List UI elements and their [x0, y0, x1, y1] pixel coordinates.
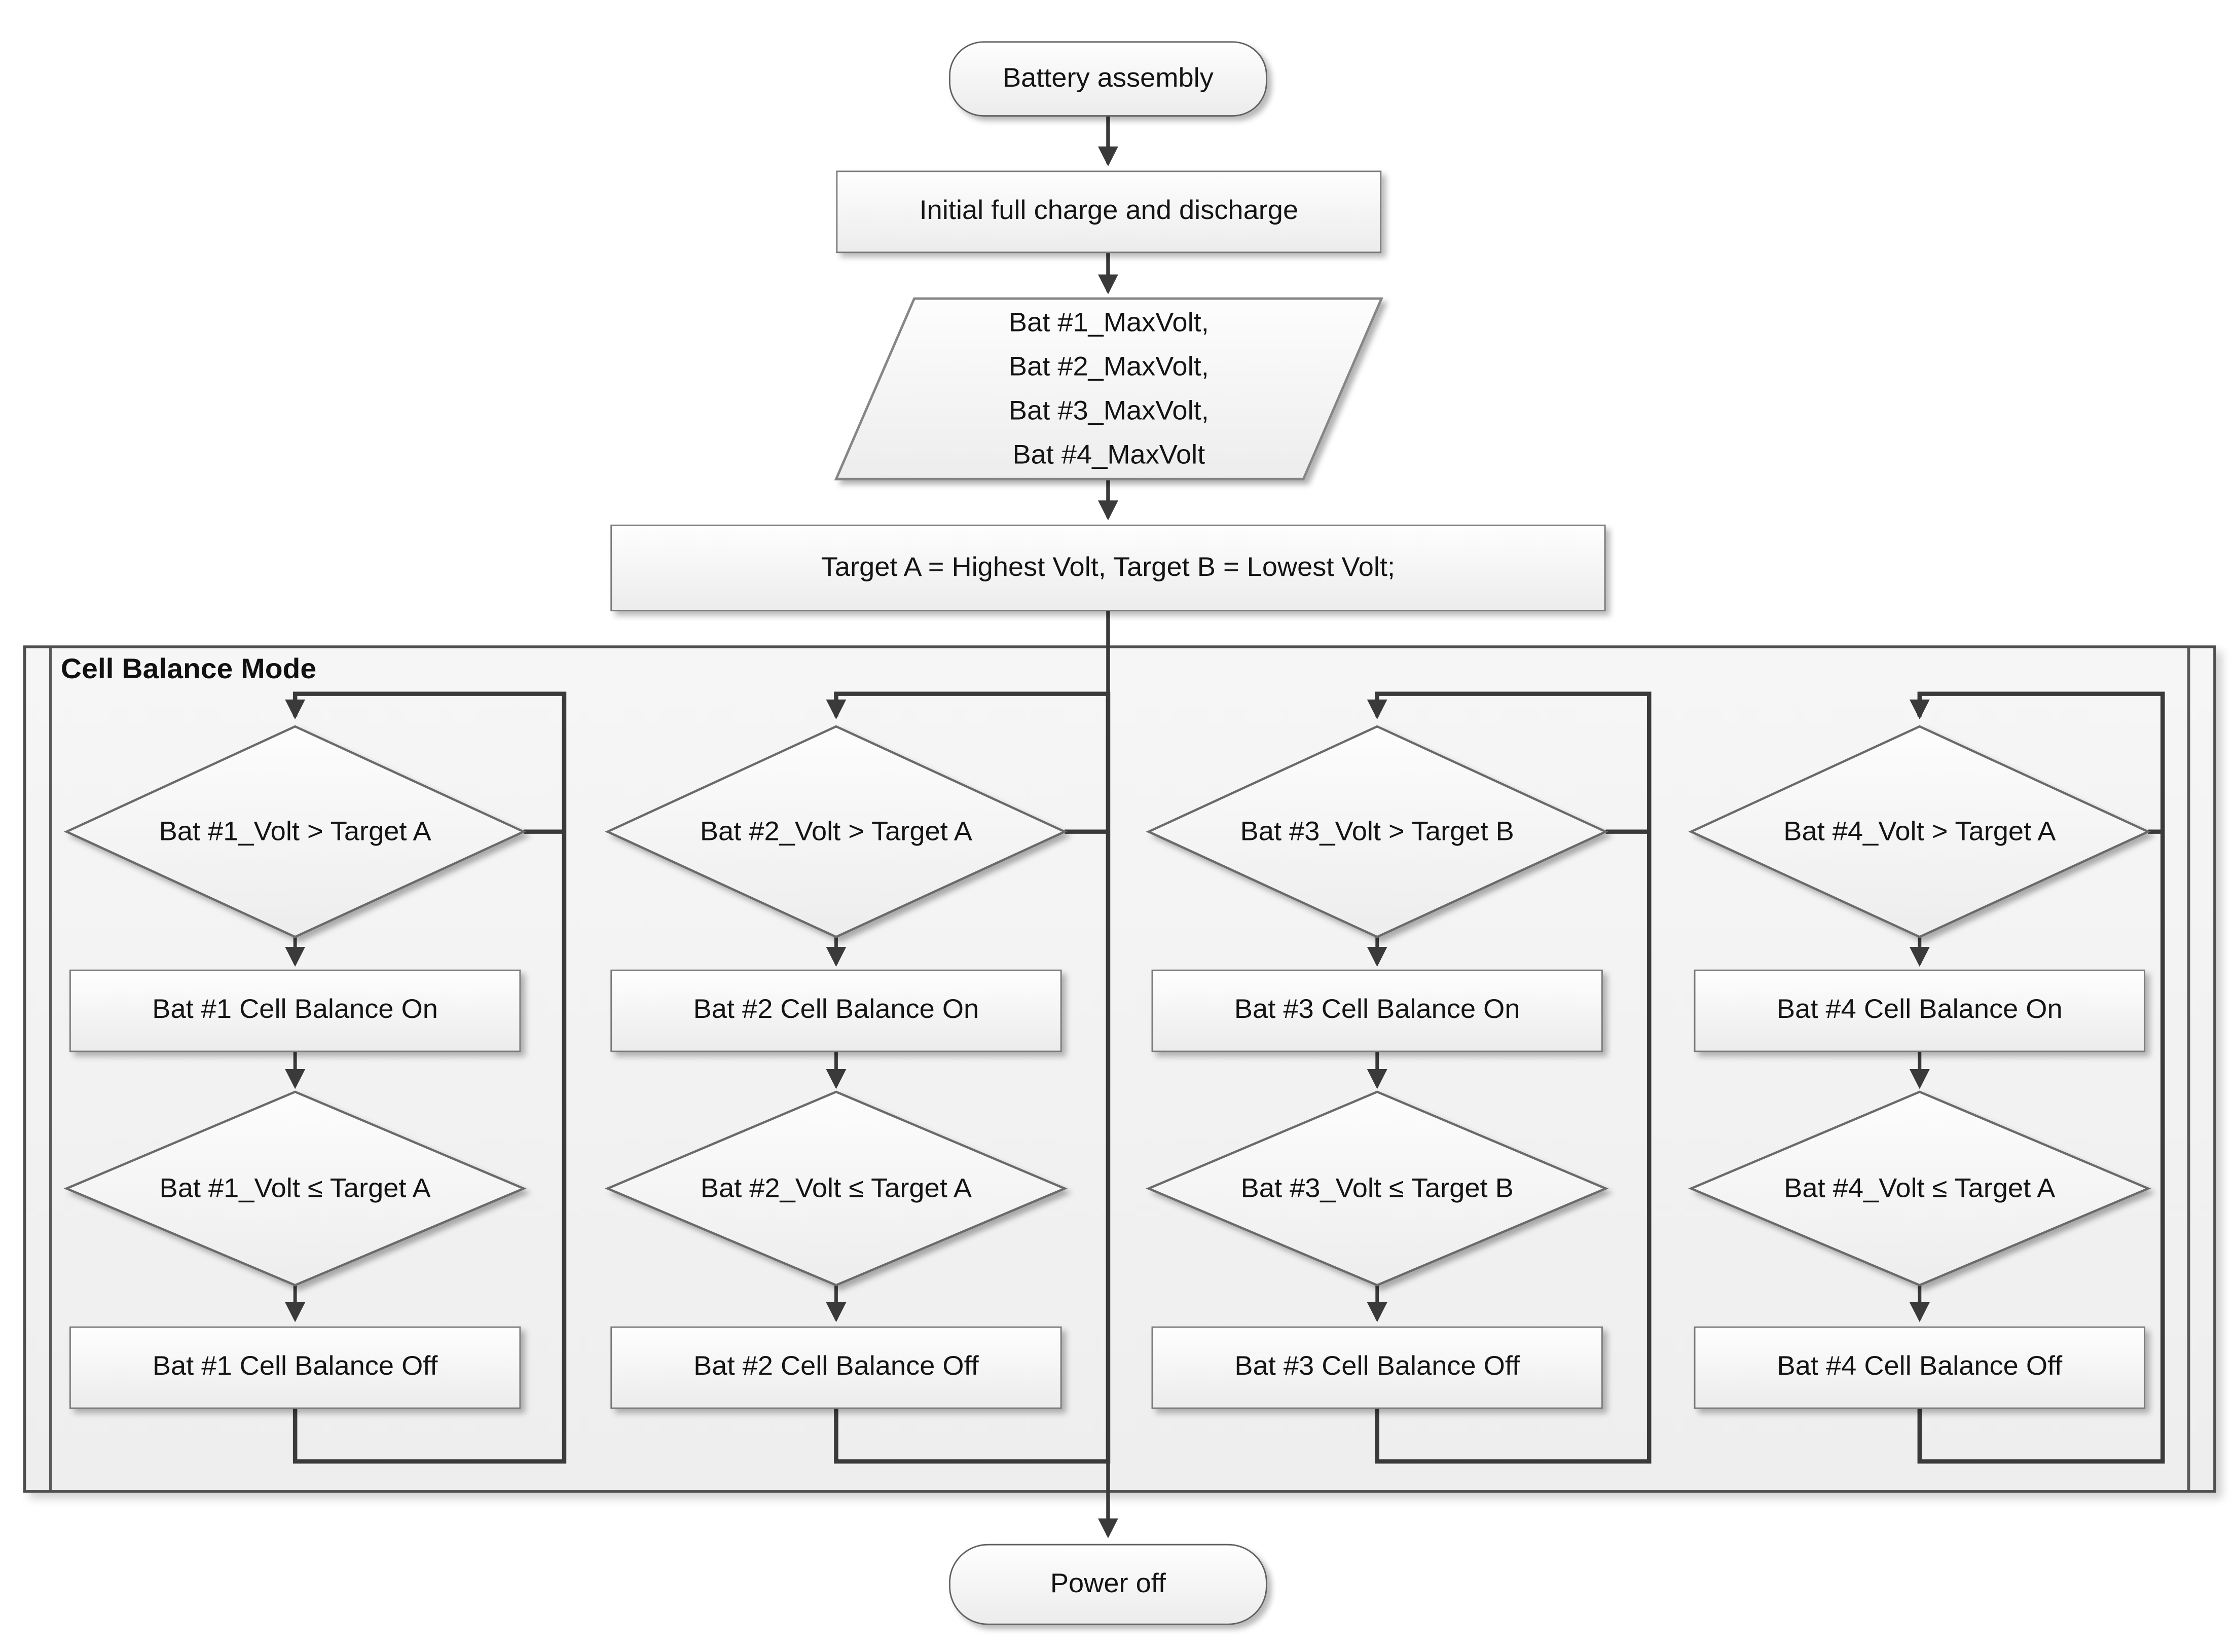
maxvolt-line-1: Bat #1_MaxVolt, — [1008, 308, 1209, 339]
process-target-label: Target A = Highest Volt, Target B = Lowe… — [821, 552, 1396, 582]
process-bat1-on: Bat #1 Cell Balance On — [69, 969, 521, 1052]
process-bat2-off-label: Bat #2 Cell Balance Off — [693, 1352, 979, 1382]
maxvolt-line-3: Bat #3_MaxVolt, — [1008, 396, 1209, 427]
start-terminator: Battery assembly — [949, 41, 1267, 117]
process-bat4-on-label: Bat #4 Cell Balance On — [1777, 995, 2063, 1025]
process-bat4-on: Bat #4 Cell Balance On — [1694, 969, 2146, 1052]
process-initial-charge: Initial full charge and discharge — [836, 170, 1382, 253]
process-bat1-off-label: Bat #1 Cell Balance Off — [152, 1352, 438, 1382]
maxvolt-line-2: Bat #2_MaxVolt, — [1008, 352, 1209, 383]
process-bat2-off: Bat #2 Cell Balance Off — [610, 1326, 1062, 1409]
group-title: Cell Balance Mode — [60, 654, 317, 685]
end-terminator: Power off — [949, 1544, 1267, 1625]
process-initial-charge-label: Initial full charge and discharge — [919, 196, 1299, 227]
data-parallelogram-text: Bat #1_MaxVolt, Bat #2_MaxVolt, Bat #3_M… — [836, 302, 1381, 478]
process-bat3-on-label: Bat #3 Cell Balance On — [1234, 995, 1520, 1025]
maxvolt-line-4: Bat #4_MaxVolt — [1012, 440, 1205, 471]
process-bat3-off: Bat #3 Cell Balance Off — [1151, 1326, 1603, 1409]
process-bat1-on-label: Bat #1 Cell Balance On — [152, 995, 438, 1025]
process-target-assignment: Target A = Highest Volt, Target B = Lowe… — [610, 524, 1606, 611]
end-label: Power off — [1050, 1569, 1166, 1599]
group-inner-right-border — [2187, 648, 2190, 1490]
process-bat2-on: Bat #2 Cell Balance On — [610, 969, 1062, 1052]
process-bat3-off-label: Bat #3 Cell Balance Off — [1234, 1352, 1520, 1382]
process-bat4-off: Bat #4 Cell Balance Off — [1694, 1326, 2146, 1409]
process-bat2-on-label: Bat #2 Cell Balance On — [693, 995, 979, 1025]
data-parallelogram-shape — [834, 297, 1383, 481]
group-inner-left-border — [49, 648, 52, 1490]
process-bat4-off-label: Bat #4 Cell Balance Off — [1777, 1352, 2063, 1382]
start-label: Battery assembly — [1002, 63, 1214, 94]
process-bat3-on: Bat #3 Cell Balance On — [1151, 969, 1603, 1052]
process-bat1-off: Bat #1 Cell Balance Off — [69, 1326, 521, 1409]
